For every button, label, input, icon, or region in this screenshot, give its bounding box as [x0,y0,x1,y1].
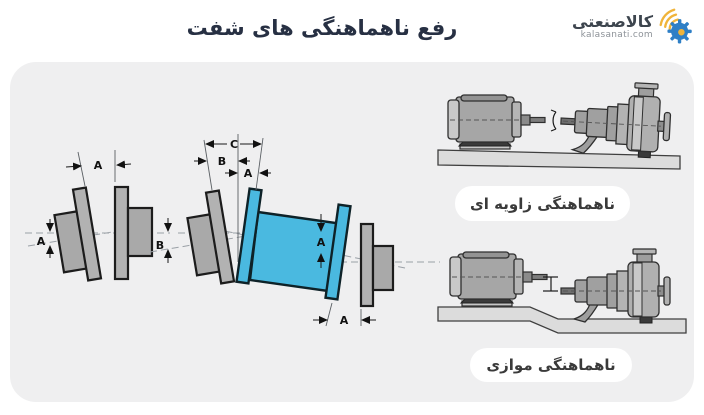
brand-logo: کالاصنعتی kalasanati.com [572,6,694,48]
caption-parallel-misalignment: ناهماهنگی موازی [470,348,632,382]
right-hub [126,206,154,258]
machine-base [437,306,687,334]
brand-text: کالاصنعتی kalasanati.com [572,11,653,40]
dimension-label-a: A [317,236,326,249]
caption-angular-misalignment: ناهماهنگی زاویه ای [455,186,630,221]
right-flange [359,222,375,308]
spacer-right-flange [324,203,352,301]
brand-name: کالاصنعتی [572,11,653,31]
diagrams-canvas: A A [25,78,687,334]
angular-gap-symbol [550,109,557,132]
angular-misalignment-scene [437,78,681,170]
dimension-label-c: C [230,138,238,151]
dimension-label-a: A [94,159,103,172]
right-flange [113,185,130,281]
dimension-label-b: B [218,155,226,168]
diagram-panel: A A [10,62,694,402]
spacer-left-flange [235,187,263,285]
right-hub [371,244,395,292]
page-title: رفع ناهماهنگی های شفت [186,16,458,40]
dimension-label-a: A [37,235,46,248]
angular-coupling-diagram: A A [25,150,170,282]
parallel-misalignment-scene [437,248,687,334]
dimension-label-a: A [244,167,253,180]
brand-domain: kalasanati.com [580,29,653,40]
gear-wifi-icon [658,6,694,48]
tilted-flange [71,186,103,282]
spacer-coupling-diagram: C B A B A A [149,134,440,327]
dimension-label-a: A [340,314,349,327]
tilted-flange [204,189,236,285]
machine-base [437,149,681,170]
parallel-offset-symbol [543,276,558,292]
dimension-label-b: B [156,239,164,252]
